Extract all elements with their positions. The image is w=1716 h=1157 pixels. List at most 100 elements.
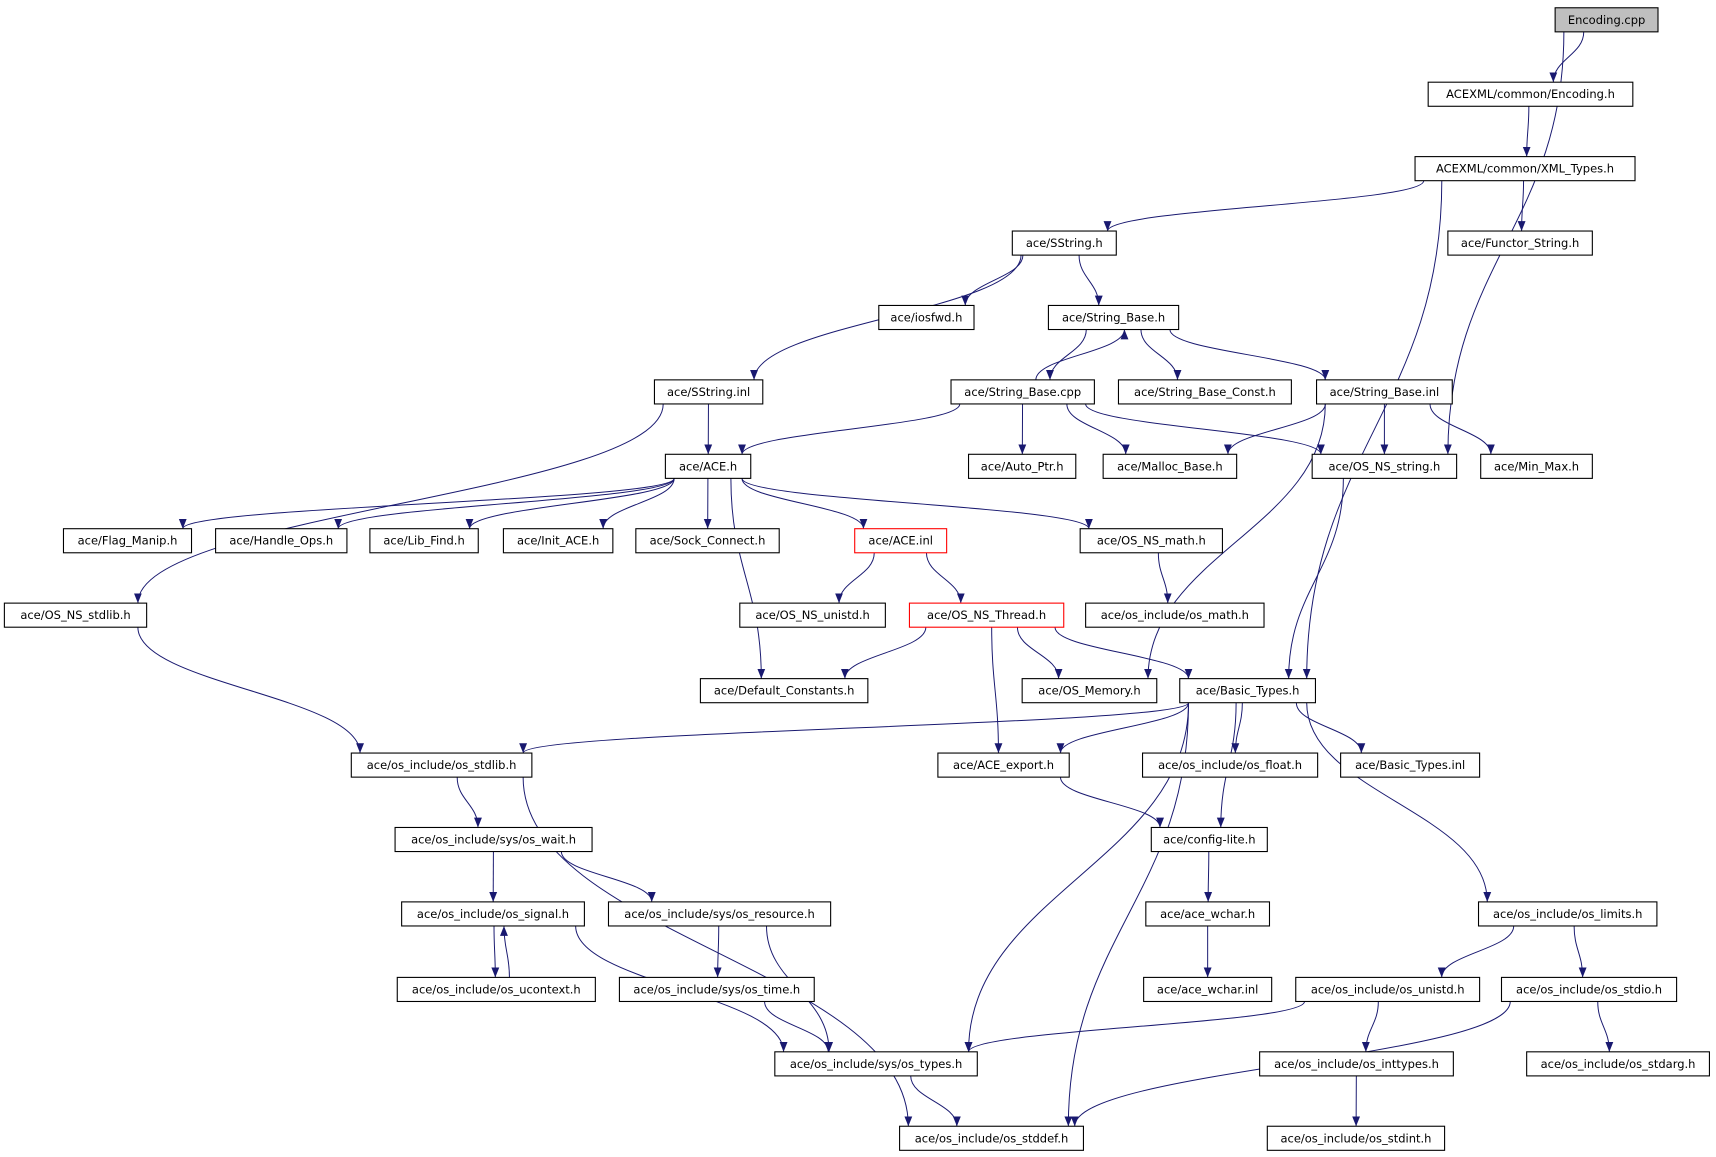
edge-ace-ace-h-to-ace-lib-find-h — [465, 478, 675, 529]
node-ace-os-ns-thread-h[interactable]: ace/OS_NS_Thread.h — [908, 602, 1065, 628]
node-ace-os-include-sys-os-time-h[interactable]: ace/os_include/sys/os_time.h — [618, 976, 815, 1003]
node-box — [350, 752, 533, 778]
node-label: ace/ACE_export.h — [953, 758, 1054, 772]
node-ace-os-include-sys-os-types-h[interactable]: ace/os_include/sys/os_types.h — [774, 1051, 978, 1077]
node-ace-os-include-os-stdio-h[interactable]: ace/os_include/os_stdio.h — [1500, 976, 1678, 1003]
node-label: ace/Init_ACE.h — [517, 534, 599, 548]
node-box — [1117, 379, 1292, 405]
edge-ace-os-include-os-stdio-h-to-ace-os-include-os-stdarg-h — [1597, 1001, 1614, 1052]
node-ace-os-ns-math-h[interactable]: ace/OS_NS_math.h — [1079, 528, 1223, 554]
node-label: ace/Handle_Ops.h — [229, 534, 333, 548]
edge-ace-basic-types-h-to-ace-ace-export-h — [1056, 702, 1189, 754]
node-box — [854, 528, 948, 554]
edge-ace-string-base-cpp-to-ace-string-base-h — [1035, 329, 1129, 380]
node-acexml-common-xml-types-h[interactable]: ACEXML/common/XML_Types.h — [1414, 156, 1636, 182]
node-ace-os-ns-stdlib-h[interactable]: ace/OS_NS_stdlib.h — [3, 602, 148, 628]
edge-encoding-cpp-to-acexml-common-encoding-h — [1549, 31, 1585, 83]
node-box — [878, 304, 975, 331]
node-ace-lib-find-h[interactable]: ace/Lib_Find.h — [369, 528, 479, 554]
node-ace-ace-export-h[interactable]: ace/ACE_export.h — [937, 752, 1070, 778]
node-ace-os-include-os-inttypes-h[interactable]: ace/os_include/os_inttypes.h — [1259, 1051, 1454, 1077]
node-label: ace/os_include/os_stdlib.h — [367, 758, 517, 772]
node-label: ace/os_include/sys/os_time.h — [633, 982, 800, 996]
node-ace-string-base-cpp[interactable]: ace/String_Base.cpp — [950, 379, 1095, 405]
node-ace-os-include-os-stddef-h[interactable]: ace/os_include/os_stddef.h — [899, 1125, 1084, 1151]
node-label: ace/os_include/sys/os_resource.h — [624, 907, 815, 921]
node-ace-default-constants-h[interactable]: ace/Default_Constants.h — [699, 678, 869, 704]
node-ace-os-include-os-stdint-h[interactable]: ace/os_include/os_stdint.h — [1266, 1125, 1446, 1151]
edge-ace-ace-h-to-ace-flag-manip-h — [179, 477, 675, 530]
node-ace-sock-connect-h[interactable]: ace/Sock_Connect.h — [635, 528, 780, 554]
node-ace-sstring-h[interactable]: ace/SString.h — [1011, 230, 1117, 256]
edge-ace-os-ns-stdlib-h-to-ace-os-include-os-stdlib-h — [137, 627, 364, 754]
node-ace-string-base-inl[interactable]: ace/String_Base.inl — [1316, 379, 1453, 405]
node-box — [937, 752, 1070, 778]
edge-ace-ace-h-to-ace-init-ace-h — [599, 478, 675, 529]
node-encoding-cpp[interactable]: Encoding.cpp — [1554, 7, 1659, 33]
edge-ace-os-include-os-ucontext-h-to-ace-os-include-os-signal-h — [500, 925, 510, 978]
edge-ace-ace-inl-to-ace-os-ns-unistd-h — [835, 552, 875, 604]
node-ace-ace-h[interactable]: ace/ACE.h — [664, 453, 752, 479]
node-ace-ace-wchar-inl[interactable]: ace/ace_wchar.inl — [1143, 976, 1273, 1003]
edge-acexml-common-xml-types-h-to-ace-sstring-h — [1103, 180, 1425, 232]
node-ace-basic-types-inl[interactable]: ace/Basic_Types.inl — [1340, 752, 1481, 778]
edge-ace-ace-export-h-to-ace-config-lite-h — [1059, 777, 1164, 828]
node-ace-os-memory-h[interactable]: ace/OS_Memory.h — [1021, 678, 1158, 704]
node-ace-os-include-os-stdlib-h[interactable]: ace/os_include/os_stdlib.h — [350, 752, 533, 778]
node-box — [1340, 752, 1481, 778]
edge-ace-string-base-h-to-ace-string-base-cpp — [1046, 329, 1087, 380]
edge-ace-ace-h-to-ace-handle-ops-h — [334, 478, 675, 529]
node-ace-ace-wchar-h[interactable]: ace/ace_wchar.h — [1145, 901, 1271, 927]
node-ace-os-include-os-unistd-h[interactable]: ace/os_include/os_unistd.h — [1295, 976, 1481, 1003]
edge-ace-os-include-sys-os-resource-h-to-ace-os-include-sys-os-time-h — [713, 925, 722, 978]
node-box — [1079, 528, 1223, 554]
node-label: ace/ace_wchar.inl — [1157, 982, 1258, 996]
node-ace-os-include-sys-os-wait-h[interactable]: ace/os_include/sys/os_wait.h — [394, 826, 593, 853]
node-ace-auto-ptr-h[interactable]: ace/Auto_Ptr.h — [967, 453, 1077, 479]
nodes: Encoding.cppACEXML/common/Encoding.hACEX… — [3, 7, 1710, 1151]
node-box — [1150, 826, 1268, 853]
edge-ace-os-include-os-signal-h-to-ace-os-include-os-ucontext-h — [491, 925, 500, 978]
node-ace-functor-string-h[interactable]: ace/Functor_String.h — [1447, 230, 1593, 256]
node-label: ace/iosfwd.h — [890, 310, 962, 324]
node-ace-flag-manip-h[interactable]: ace/Flag_Manip.h — [62, 528, 193, 554]
node-ace-malloc-base-h[interactable]: ace/Malloc_Base.h — [1102, 453, 1238, 479]
node-label: ace/ace_wchar.h — [1160, 907, 1255, 921]
edge-ace-os-include-os-limits-h-to-ace-os-include-os-unistd-h — [1437, 925, 1515, 978]
node-ace-string-base-h[interactable]: ace/String_Base.h — [1047, 304, 1180, 331]
node-box — [1316, 379, 1453, 405]
node-ace-os-include-os-limits-h[interactable]: ace/os_include/os_limits.h — [1477, 901, 1658, 927]
node-ace-os-include-os-float-h[interactable]: ace/os_include/os_float.h — [1141, 752, 1319, 778]
node-ace-handle-ops-h[interactable]: ace/Handle_Ops.h — [215, 528, 348, 554]
edge-ace-basic-types-h-to-ace-os-include-os-limits-h — [1306, 702, 1492, 902]
node-box — [1526, 1051, 1710, 1077]
node-ace-os-ns-string-h[interactable]: ace/OS_NS_string.h — [1311, 453, 1458, 479]
node-ace-sstring-inl[interactable]: ace/SString.inl — [653, 379, 764, 405]
node-ace-os-include-os-signal-h[interactable]: ace/os_include/os_signal.h — [401, 901, 585, 927]
node-ace-os-include-sys-os-resource-h[interactable]: ace/os_include/sys/os_resource.h — [607, 901, 832, 927]
node-ace-os-include-os-math-h[interactable]: ace/os_include/os_math.h — [1085, 602, 1265, 628]
node-ace-os-include-os-ucontext-h[interactable]: ace/os_include/os_ucontext.h — [396, 976, 596, 1003]
edge-ace-string-base-inl-to-ace-malloc-base-h — [1224, 403, 1326, 455]
node-ace-config-lite-h[interactable]: ace/config-lite.h — [1150, 826, 1268, 853]
node-ace-string-base-const-h[interactable]: ace/String_Base_Const.h — [1117, 379, 1292, 405]
node-ace-os-ns-unistd-h[interactable]: ace/OS_NS_unistd.h — [739, 602, 886, 628]
node-ace-ace-inl[interactable]: ace/ACE.inl — [854, 528, 948, 554]
edge-ace-ace-inl-to-ace-os-ns-thread-h — [925, 552, 965, 604]
edge-ace-ace-h-to-ace-default-constants-h — [730, 478, 766, 679]
node-label: ace/os_include/os_stdarg.h — [1541, 1057, 1696, 1071]
node-box — [1021, 678, 1158, 704]
edge-ace-os-include-os-unistd-h-to-ace-os-include-os-inttypes-h — [1361, 1001, 1379, 1052]
node-box — [1500, 976, 1678, 1003]
node-ace-os-include-os-stdarg-h[interactable]: ace/os_include/os_stdarg.h — [1526, 1051, 1710, 1077]
node-ace-iosfwd-h[interactable]: ace/iosfwd.h — [878, 304, 975, 331]
node-box — [653, 379, 764, 405]
node-ace-init-ace-h[interactable]: ace/Init_ACE.h — [502, 528, 614, 554]
node-box — [1266, 1125, 1446, 1151]
node-ace-min-max-h[interactable]: ace/Min_Max.h — [1480, 453, 1593, 479]
node-ace-basic-types-h[interactable]: ace/Basic_Types.h — [1179, 678, 1317, 704]
node-acexml-common-encoding-h[interactable]: ACEXML/common/Encoding.h — [1427, 81, 1634, 107]
node-label: ace/OS_NS_stdlib.h — [20, 608, 130, 622]
node-label: ace/os_include/os_math.h — [1101, 608, 1249, 622]
edge-ace-string-base-inl-to-ace-min-max-h — [1429, 403, 1495, 455]
